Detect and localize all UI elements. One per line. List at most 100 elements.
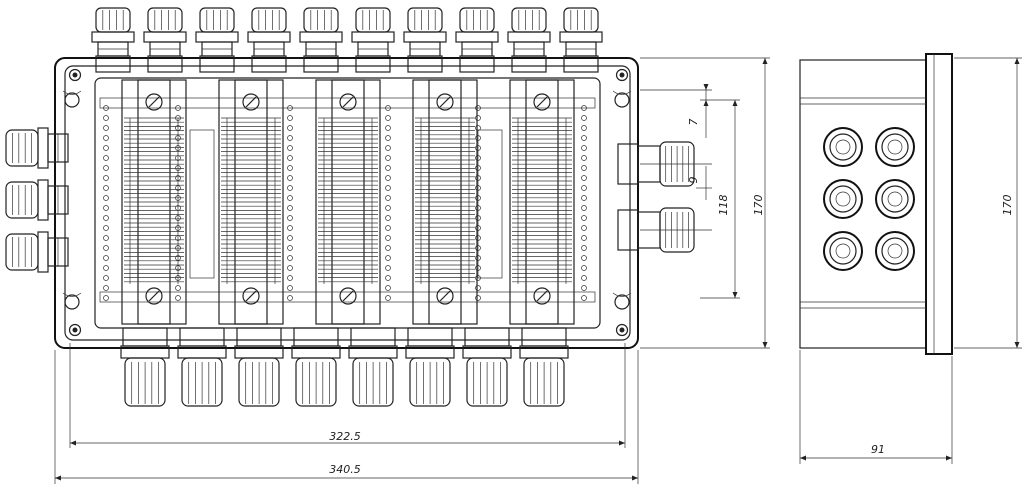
rail-hole (581, 225, 587, 231)
dim-arrow (762, 58, 768, 64)
rail-hole (581, 205, 587, 211)
rail-hole (103, 205, 109, 211)
rail-hole (287, 115, 293, 121)
terminal-block (509, 79, 575, 325)
side-gland-outer (875, 179, 915, 219)
side-gland-outer (823, 231, 863, 271)
terminal-screw (533, 287, 551, 305)
rail-hole (581, 215, 587, 221)
screw-slot (245, 96, 257, 108)
rail-hole (103, 155, 109, 161)
rail-hole (287, 255, 293, 261)
gland-base (563, 55, 599, 73)
dim-overall-width: 340.5 (329, 463, 361, 476)
gland-base (617, 143, 639, 185)
gland-nut (303, 7, 339, 33)
gland-nut (95, 7, 131, 33)
terminal-block (121, 79, 187, 325)
rail-strip-top (99, 97, 596, 109)
gland-base (521, 327, 567, 347)
rail-hole (287, 185, 293, 191)
rail-hole (103, 285, 109, 291)
rail-hole (581, 285, 587, 291)
terminal-screw (145, 287, 163, 305)
bottom-cable-gland (234, 327, 284, 407)
gland-base (147, 55, 183, 73)
gland-base (199, 55, 235, 73)
screw-slot (148, 96, 160, 108)
blank-plate (189, 129, 215, 279)
terminal-screw (436, 287, 454, 305)
gland-base (293, 327, 339, 347)
gland-nut (295, 357, 337, 407)
dim-inner-width: 322.5 (329, 430, 361, 443)
corner-screw (68, 323, 82, 337)
top-cable-gland (351, 7, 395, 73)
rail-hole (287, 225, 293, 231)
side-gland-mid (829, 237, 857, 265)
lug-edge (62, 90, 82, 95)
mounting-lug (64, 92, 80, 108)
side-gland-outer (823, 127, 863, 167)
side-gland-mid (881, 185, 909, 213)
gland-hex (37, 127, 49, 169)
dim-arrow (703, 84, 709, 90)
corner-screw (615, 323, 629, 337)
mounting-lug (64, 294, 80, 310)
rail-hole (287, 205, 293, 211)
rail-hole (103, 295, 109, 301)
gland-nut (5, 129, 39, 167)
rail-hole (581, 125, 587, 131)
terminal-screw (339, 93, 357, 111)
rail-hole (385, 235, 391, 241)
gland-hex (37, 179, 49, 221)
gland-hex (247, 31, 291, 43)
rail-hole (175, 295, 181, 301)
gland-nut (5, 233, 39, 271)
dim-arrow (70, 440, 76, 446)
rail-hole (287, 215, 293, 221)
gland-hex (455, 31, 499, 43)
rail-hole (475, 115, 481, 121)
side-gland-mid (881, 133, 909, 161)
top-cable-gland (455, 7, 499, 73)
rail-hole (581, 235, 587, 241)
gland-nut (181, 357, 223, 407)
screw-slot (342, 96, 354, 108)
dim-arrow (55, 475, 61, 481)
rail-hole (581, 115, 587, 121)
enclosure-inner (94, 77, 601, 329)
rail-hole (385, 275, 391, 281)
rail-hole (385, 225, 391, 231)
rail-hole (287, 175, 293, 181)
rail-hole (385, 165, 391, 171)
gland-hex (351, 31, 395, 43)
side-gland-inner (835, 191, 851, 207)
rail-hole (385, 125, 391, 131)
side-gland-mid (829, 133, 857, 161)
rail-hole (385, 295, 391, 301)
gland-base (617, 209, 639, 251)
dim-height-front: 170 (752, 195, 765, 216)
corner-screw-center (619, 327, 625, 333)
rail-hole (475, 295, 481, 301)
rail-hole (385, 185, 391, 191)
dim-arrow (762, 342, 768, 348)
dimension-lines (54, 57, 1022, 484)
gland-nut (199, 7, 235, 33)
rail-hole (103, 185, 109, 191)
dim-arrow (1014, 342, 1020, 348)
rail-hole (287, 145, 293, 151)
gland-base (407, 55, 443, 73)
mounting-lug (614, 92, 630, 108)
bottom-cable-gland (177, 327, 227, 407)
gland-base (236, 327, 282, 347)
terminal-screw (242, 93, 260, 111)
rail-hole (287, 125, 293, 131)
dim-arrow (946, 455, 952, 461)
rail-hole (581, 275, 587, 281)
rail-hole (103, 135, 109, 141)
gland-nut (511, 7, 547, 33)
gland-hex (195, 31, 239, 43)
bottom-cable-gland (120, 327, 170, 407)
